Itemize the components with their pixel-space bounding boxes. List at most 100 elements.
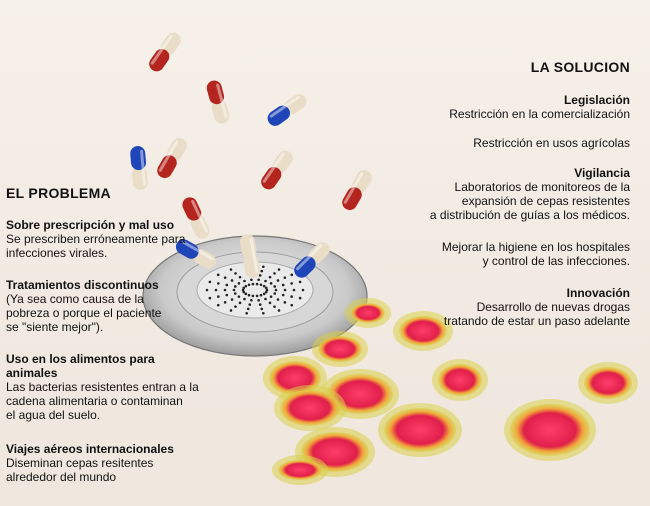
capsule <box>130 146 148 190</box>
capsule-half <box>308 242 330 264</box>
drain-hole <box>242 290 246 294</box>
drain-hole <box>262 284 266 288</box>
drain-hole <box>262 265 265 269</box>
problema-item-4: Viajes aéreos internacionales Diseminan … <box>6 442 206 484</box>
drain-hole <box>273 285 277 288</box>
drain-hole <box>268 301 272 305</box>
drain-hole <box>245 311 248 315</box>
drain-hole <box>247 283 251 287</box>
problema-item-text: el agua del suelo. <box>6 408 101 422</box>
drain-hole <box>281 283 285 287</box>
drain-hole <box>233 292 237 295</box>
drain-hole <box>234 305 237 308</box>
solucion-heading: LA SOLUCION <box>530 59 630 75</box>
problema-item-heading: Uso en los alimentos para <box>6 352 155 366</box>
solucion-section-text: tratando de estar un paso adelante <box>443 314 630 328</box>
capsule-half <box>261 167 282 190</box>
drain-hole <box>290 295 293 298</box>
solucion-section-text: a distribución de guías a los médicos. <box>429 208 630 222</box>
drain-hole <box>243 297 246 301</box>
capsule-half <box>352 169 372 193</box>
drain-hole <box>217 282 220 285</box>
drain-hole <box>269 295 273 298</box>
capsule-half <box>149 49 170 72</box>
problema-item-1: Sobre prescripción y mal uso Se prescrib… <box>6 218 206 260</box>
solucion-section-higiene: Mejorar la higiene en los hospitales y c… <box>442 240 630 268</box>
drain-hole <box>242 286 246 290</box>
capsule <box>206 80 230 124</box>
capsule-half <box>206 80 225 105</box>
capsule-half <box>182 197 202 221</box>
drain-hole <box>251 282 255 286</box>
solucion-section-heading: Vigilancia <box>574 166 630 180</box>
capsule-half <box>130 146 147 171</box>
capsule-half <box>284 94 307 115</box>
drain-hole <box>273 292 277 295</box>
drain-hole <box>237 295 241 298</box>
drain-hole <box>243 279 246 283</box>
problema-item-3: Uso en los alimentos para animales Las b… <box>6 352 206 422</box>
drain-hole <box>257 278 260 282</box>
drain-hole <box>248 303 252 306</box>
drain-hole <box>257 298 260 302</box>
capsules-illustration <box>130 32 372 278</box>
problema-item-text: infecciones virales. <box>6 246 108 260</box>
solucion-section-text: expansión de cepas resistentes <box>461 194 630 208</box>
drain-hole <box>216 273 220 277</box>
capsule-shine <box>262 152 285 183</box>
capsule-shine <box>216 83 228 119</box>
capsule <box>182 197 210 239</box>
capsule-half <box>167 137 187 161</box>
capsule-shine <box>269 95 300 118</box>
capsule-half <box>239 234 257 259</box>
drain-hole <box>273 272 276 275</box>
drain-hole <box>247 293 251 297</box>
drain-hole <box>268 275 272 279</box>
capsule-half <box>175 239 199 259</box>
drain-hole <box>290 282 293 285</box>
drain-hole <box>298 280 302 284</box>
solucion-section-text: Mejorar la higiene en los hospitales <box>441 240 630 254</box>
drain-hole <box>234 272 237 275</box>
problema-item-text: Diseminan cepas resitentes <box>6 456 154 470</box>
capsule <box>261 150 293 190</box>
solucion-section-legislacion: Legislación Restricción en la comerciali… <box>449 93 630 121</box>
drain-hole <box>255 294 259 298</box>
drain-hole <box>262 292 266 296</box>
drain-hole <box>264 297 267 301</box>
bacteria-cell <box>438 364 482 396</box>
drain-hole <box>283 288 287 292</box>
bacteria-cell <box>280 390 340 426</box>
bacteria-cell <box>510 404 590 456</box>
capsule-shine <box>140 149 146 186</box>
drain-hole <box>276 279 280 282</box>
problema-item-text: Las bacterias resistentes entran a la <box>6 380 199 394</box>
drain-hole <box>264 286 268 290</box>
drain-hole <box>230 279 234 282</box>
problema-item-text: Se prescriben erróneamente para <box>6 232 186 246</box>
drain-hole <box>244 292 248 296</box>
bacteria-cell <box>278 460 322 480</box>
problema-item-heading: Viajes aéreos internacionales <box>6 442 174 456</box>
problema-item-text: pobreza o porque el paciente <box>6 306 162 320</box>
drain-hole <box>283 276 287 279</box>
solucion-title: LA SOLUCION <box>531 60 630 75</box>
drain-hole <box>232 288 236 292</box>
capsule-half <box>157 155 177 179</box>
problema-item-heading: Tratamientos discontinuos <box>6 278 159 292</box>
capsule-half <box>294 256 316 278</box>
drain-hole <box>230 298 234 301</box>
drain-hole <box>269 282 273 285</box>
capsule-half <box>342 187 362 211</box>
bacteria-cell <box>384 408 456 452</box>
capsule-shine <box>249 237 259 274</box>
problema-item-heading: Sobre prescripción y mal uso <box>6 218 175 232</box>
drain-hole <box>283 301 287 304</box>
drain-hole <box>277 309 281 312</box>
drain-hole <box>225 283 229 287</box>
problema-title: EL PROBLEMA <box>6 186 111 201</box>
drain-hole <box>274 288 278 292</box>
drain-hole <box>244 284 248 288</box>
drain-hole <box>237 282 241 285</box>
drain-hole <box>262 311 265 315</box>
